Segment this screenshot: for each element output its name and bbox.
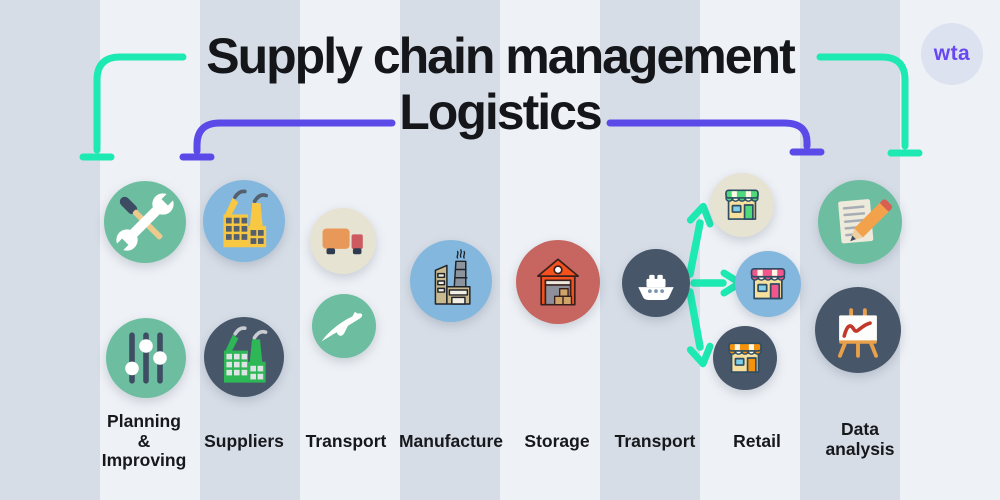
notes-pencil-icon [818, 180, 902, 264]
brand-badge: wta [921, 23, 983, 85]
factory-outline-icon [410, 240, 492, 322]
store-green-icon [710, 173, 774, 237]
stage-icon-easel-chart [815, 287, 901, 373]
stage-icon-airplane [312, 294, 376, 358]
sliders-icon [106, 318, 186, 398]
ship-to-retail-arrow-1 [686, 202, 714, 278]
stage-icon-notes-pencil [818, 180, 902, 264]
ship-to-retail-arrow-3 [686, 288, 714, 368]
label-transport-2: Transport [614, 431, 696, 451]
label-suppliers: Suppliers [204, 431, 284, 451]
stage-icon-factory-green [204, 317, 284, 397]
stage-icon-tools [104, 181, 186, 263]
factory-green-icon [204, 317, 284, 397]
label-transport-1: Transport [305, 431, 387, 451]
brand-logo-text: wta [933, 42, 971, 65]
stage-icon-factory-outline [410, 240, 492, 322]
stage-icon-sliders [106, 318, 186, 398]
truck-icon [310, 208, 376, 274]
stage-icon-ship [622, 249, 690, 317]
ship-icon [622, 249, 690, 317]
factory-yellow-icon [203, 180, 285, 262]
page-title: Supply chain management Logistics [206, 28, 795, 140]
stage-icon-store-pink [735, 251, 801, 317]
store-orange-icon [713, 326, 777, 390]
warehouse-icon [516, 240, 600, 324]
stage-icon-factory-yellow [203, 180, 285, 262]
tools-icon [104, 181, 186, 263]
stage-icon-store-green [710, 173, 774, 237]
easel-chart-icon [815, 287, 901, 373]
store-pink-icon [735, 251, 801, 317]
label-manufacture: Manufacture [398, 431, 504, 451]
label-planning-improving: Planning & Improving [101, 411, 187, 471]
label-storage: Storage [524, 431, 590, 451]
stage-icon-store-orange [713, 326, 777, 390]
stage-icon-truck [310, 208, 376, 274]
label-retail: Retail [733, 431, 781, 451]
label-data-analysis: Data analysis [825, 419, 895, 459]
stage-icon-warehouse [516, 240, 600, 324]
airplane-icon [312, 294, 376, 358]
